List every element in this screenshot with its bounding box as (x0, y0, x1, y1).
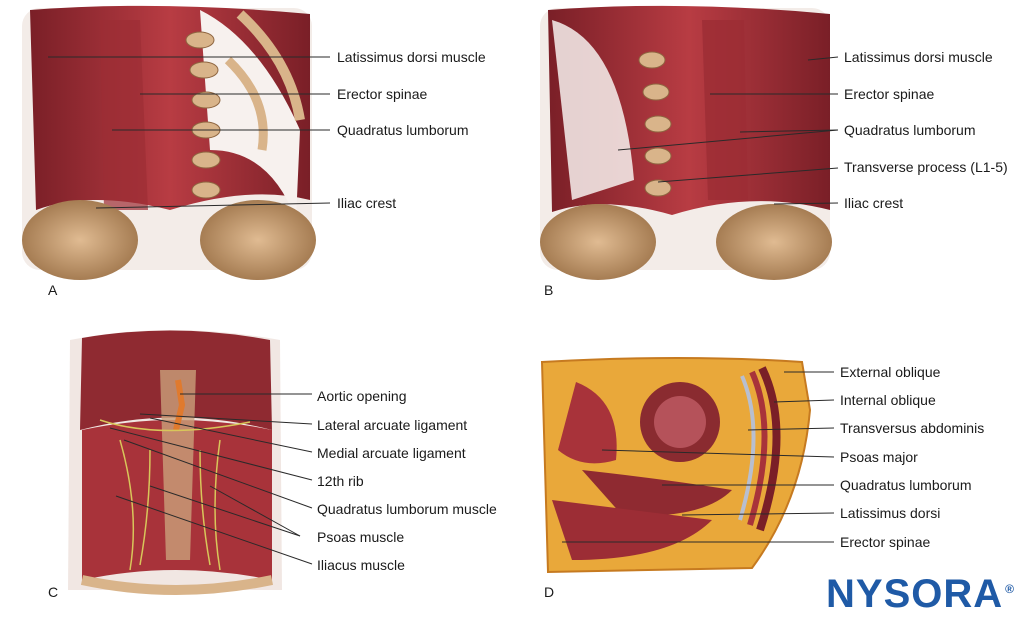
label-lateral-arcuate-ligament: Lateral arcuate ligament (317, 417, 468, 433)
panel-b-illustration (540, 5, 839, 280)
flank-cutaway (552, 20, 634, 200)
rib (236, 10, 305, 121)
label-psoas-muscle: Psoas muscle (317, 529, 405, 545)
label-latissimus-dorsi: Latissimus dorsi (840, 505, 941, 521)
leader-line (149, 485, 301, 537)
label-medial-arcuate-ligament: Medial arcuate ligament (317, 445, 466, 461)
leader-line (747, 427, 835, 431)
label-quadratus-lumborum: Quadratus lumborum (337, 122, 469, 138)
iliac-bone-right (716, 204, 832, 280)
panel-a-illustration (22, 5, 331, 280)
leader-line (657, 167, 839, 183)
kidney-inner (654, 396, 706, 448)
leader-line (773, 202, 839, 205)
panel-d: External oblique Internal oblique Transv… (512, 310, 1024, 623)
flank-cutaway (200, 10, 300, 220)
pelvic-rim (80, 575, 274, 595)
leader-line (601, 449, 835, 458)
leader-line (149, 417, 313, 453)
iliac-bone-right (200, 200, 316, 280)
nysora-logo: NYSORA® (826, 572, 1015, 617)
label-transverse-process: Transverse process (L1-5) (844, 159, 1008, 175)
iliac-bone-left (540, 204, 656, 280)
leader-line (209, 485, 301, 537)
label-latissimus-dorsi: Latissimus dorsi muscle (337, 49, 486, 65)
label-internal-oblique: Internal oblique (840, 392, 936, 408)
vertebral-column (638, 51, 672, 197)
panel-letter: A (48, 282, 58, 298)
label-erector-spinae: Erector spinae (840, 534, 931, 550)
panel-letter: C (48, 584, 59, 600)
aorta (173, 379, 186, 431)
leader-lines (48, 56, 331, 209)
leader-line (115, 495, 313, 565)
panel-b: Latissimus dorsi muscle Erector spinae Q… (512, 0, 1024, 310)
iliac-bone-left (22, 200, 138, 280)
erector-spinae-shape (702, 20, 748, 200)
panel-d-illustration (540, 357, 835, 574)
brand-registered-mark: ® (1005, 581, 1015, 596)
leader-line (681, 512, 835, 516)
transversus-abdominis-layer (738, 375, 756, 521)
label-iliacus-muscle: Iliacus muscle (317, 557, 405, 573)
label-erector-spinae: Erector spinae (337, 86, 428, 102)
leader-line (95, 202, 331, 209)
leader-line (139, 413, 313, 425)
panel-c: Aortic opening Lateral arcuate ligament … (0, 310, 520, 623)
internal-oblique-layer (747, 370, 768, 526)
leader-lines (109, 393, 313, 565)
panel-c-illustration (68, 330, 313, 595)
label-latissimus-dorsi: Latissimus dorsi muscle (844, 49, 993, 65)
quadratus-lumborum-shape (582, 470, 732, 516)
label-iliac-crest: Iliac crest (844, 195, 904, 211)
erector-spinae-shape (100, 20, 148, 210)
external-oblique-layer (756, 366, 781, 532)
label-quadratus-lumborum: Quadratus lumborum (844, 122, 976, 138)
psoas-region (558, 382, 617, 464)
brand-name: NYSORA (826, 572, 1004, 616)
rib (224, 56, 268, 151)
label-psoas-major: Psoas major (840, 449, 918, 465)
leader-lines (562, 371, 835, 543)
vertebral-column (160, 370, 196, 560)
leader-line (773, 399, 835, 403)
leader-line (109, 427, 313, 481)
label-iliac-crest: Iliac crest (337, 195, 397, 211)
label-transversus-abdominis: Transversus abdominis (840, 420, 985, 436)
leader-line (617, 129, 839, 151)
leader-lines (617, 56, 839, 205)
label-quadratus-lumborum-muscle: Quadratus lumborum muscle (317, 501, 497, 517)
label-erector-spinae: Erector spinae (844, 86, 935, 102)
label-external-oblique: External oblique (840, 364, 941, 380)
panel-letter: B (544, 282, 554, 298)
erector-spinae-shape (552, 500, 712, 560)
skin-outline (540, 357, 812, 574)
label-aortic-opening: Aortic opening (317, 388, 407, 404)
label-12th-rib: 12th rib (317, 473, 364, 489)
leader-line (123, 439, 313, 509)
leader-line (807, 56, 839, 61)
leader-line (739, 129, 839, 133)
panel-a: Latissimus dorsi muscle Erector spinae Q… (0, 0, 512, 310)
panel-letter: D (544, 584, 555, 600)
label-quadratus-lumborum: Quadratus lumborum (840, 477, 972, 493)
